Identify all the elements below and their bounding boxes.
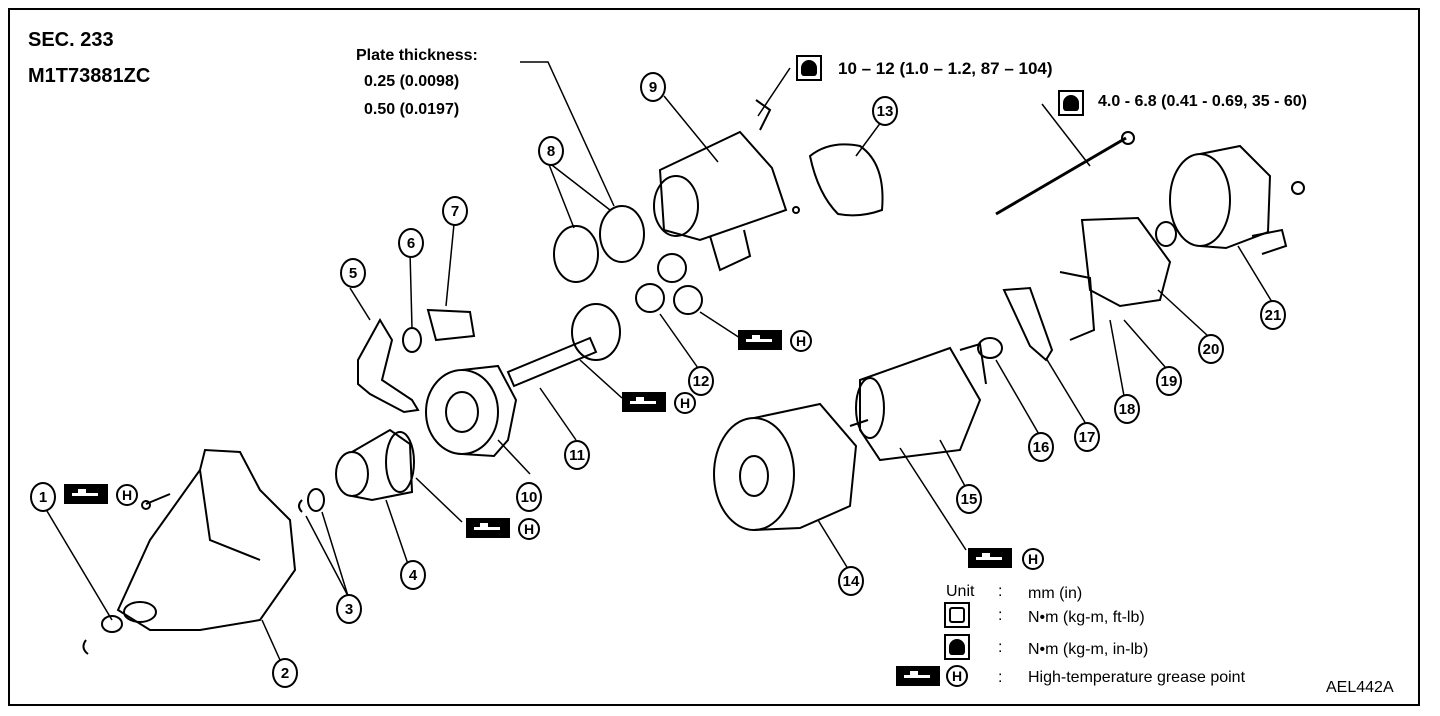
torque-spanner-icon <box>1058 90 1084 116</box>
callout-15: 15 <box>956 484 982 514</box>
callout-3: 3 <box>336 594 362 624</box>
callout-20: 20 <box>1198 334 1224 364</box>
callout-5: 5 <box>340 258 366 288</box>
bushing-shape <box>101 615 123 633</box>
figure-code: AEL442A <box>1326 679 1394 696</box>
grease-gun-icon <box>968 548 1012 568</box>
yoke-shape <box>713 417 795 531</box>
callout-1: 1 <box>30 482 56 512</box>
grease-h-badge: H <box>1022 548 1044 570</box>
through-bolt-torque-spec: 4.0 - 6.8 (0.41 - 0.69, 35 - 60) <box>1098 93 1308 110</box>
callout-9: 9 <box>640 72 666 102</box>
torque-spanner-icon <box>796 55 822 81</box>
solenoid-shape <box>658 130 788 242</box>
grease-gun-icon <box>622 392 666 412</box>
drive-housing-shape <box>116 448 297 631</box>
pinion-gear-shape <box>335 451 369 497</box>
grease-h-badge: H <box>116 484 138 506</box>
grease-gun-icon <box>738 330 782 350</box>
legend-colon: : <box>998 583 1003 600</box>
planet-gear-3 <box>673 285 703 315</box>
plate-thickness-label: Plate thickness: <box>356 47 478 64</box>
shift-lever-shape <box>357 317 420 414</box>
legend-torque-ftlb: N•m (kg-m, ft-lb) <box>1028 609 1145 626</box>
callout-18: 18 <box>1114 394 1140 424</box>
grease-gun-icon <box>64 484 108 504</box>
callout-13: 13 <box>872 96 898 126</box>
plate-thickness-value-2: 0.50 (0.0197) <box>364 101 460 118</box>
grease-h-badge: H <box>518 518 540 540</box>
through-bolt-shape <box>995 136 1127 216</box>
callout-21: 21 <box>1260 300 1286 330</box>
grease-gun-icon <box>466 518 510 538</box>
dust-cover-shape <box>426 308 476 342</box>
callout-19: 19 <box>1156 366 1182 396</box>
grease-h-badge: H <box>790 330 812 352</box>
callout-16: 16 <box>1028 432 1054 462</box>
legend-colon: : <box>998 639 1003 656</box>
callout-7: 7 <box>442 196 468 226</box>
grease-h-badge: H <box>674 392 696 414</box>
packing-shape <box>402 327 422 353</box>
legend-grease-point: High-temperature grease point <box>1028 669 1246 686</box>
solenoid-torque-spec: 10 – 12 (1.0 – 1.2, 87 – 104) <box>838 59 1053 78</box>
callout-11: 11 <box>564 440 590 470</box>
torque-spanner-icon <box>944 634 970 660</box>
plate-thickness-value-1: 0.25 (0.0098) <box>364 73 460 90</box>
shim-plate-2 <box>599 205 645 263</box>
bearing-shape <box>977 337 1003 359</box>
callout-14: 14 <box>838 566 864 596</box>
grease-gun-icon <box>896 666 940 686</box>
rear-cover-shape <box>1169 153 1231 247</box>
callout-10: 10 <box>516 482 542 512</box>
callout-8: 8 <box>538 136 564 166</box>
armature-shape <box>859 346 982 462</box>
grease-h-badge: H <box>946 665 968 687</box>
planet-gear-1 <box>657 253 687 283</box>
callout-17: 17 <box>1074 422 1100 452</box>
retainer-shape <box>808 143 884 217</box>
drive-housing-bore <box>123 601 157 623</box>
diagram-frame <box>8 8 1420 706</box>
legend-unit-label: Unit <box>946 583 975 600</box>
stop-ring-shape <box>307 488 325 512</box>
legend-colon: : <box>998 607 1003 624</box>
callout-6: 6 <box>398 228 424 258</box>
legend-colon: : <box>998 669 1003 686</box>
legend-torque-inlb: N•m (kg-m, in-lb) <box>1028 641 1149 658</box>
callout-4: 4 <box>400 560 426 590</box>
callout-2: 2 <box>272 658 298 688</box>
brush-shape <box>1002 286 1054 362</box>
center-bracket-shape <box>425 369 499 455</box>
section-label: SEC. 233 <box>28 29 114 51</box>
pinion-shaft-shape <box>506 336 598 388</box>
legend-unit-value: mm (in) <box>1028 585 1083 602</box>
shim-plate-1 <box>553 225 599 283</box>
model-number: M1T73881ZC <box>28 65 151 87</box>
torque-wrench-icon <box>944 602 970 628</box>
callout-12: 12 <box>688 366 714 396</box>
planet-gear-2 <box>635 283 665 313</box>
